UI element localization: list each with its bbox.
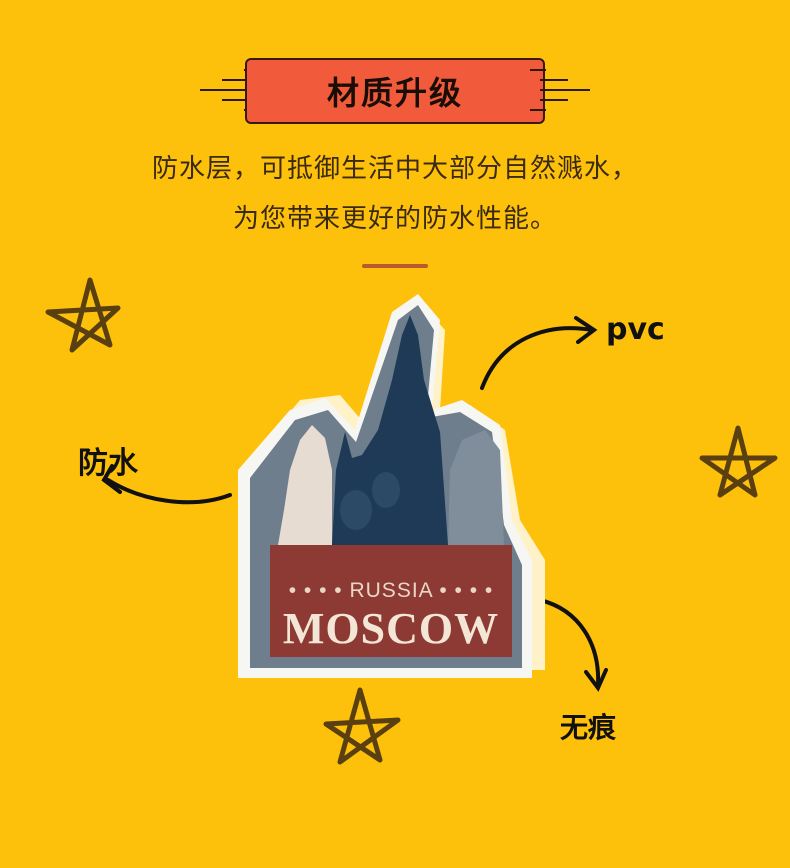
star-icon-right <box>699 425 778 498</box>
left-spire-silhouette <box>278 425 332 545</box>
section-title: 材质升级 <box>245 58 545 124</box>
label-traceless: 无痕 <box>560 711 617 744</box>
main-tower-silhouette <box>332 315 448 545</box>
right-deco-lines-icon <box>530 69 590 111</box>
description-line-1: 防水层，可抵御生活中大部分自然溅水， <box>151 154 638 184</box>
divider <box>362 264 428 268</box>
label-pvc: pvc <box>606 312 665 347</box>
sticker-subtitle: • • • • RUSSIA • • • • <box>289 579 494 602</box>
arrow-icon-pvc <box>480 316 598 390</box>
star-icon-top-left <box>45 277 121 353</box>
right-dome-silhouette <box>448 430 504 545</box>
label-waterproof: 防水 <box>78 446 138 481</box>
onion-domes <box>340 472 400 530</box>
arrow-icon-traceless <box>538 598 608 692</box>
star-icon-bottom <box>323 687 401 765</box>
sticker-title: MOSCOW <box>283 604 499 653</box>
description-line-2: 为您带来更好的防水性能。 <box>232 204 557 234</box>
sticker-red-banner <box>270 545 512 657</box>
section-header: 材质升级 <box>0 58 790 128</box>
arrow-icon-waterproof <box>101 464 232 505</box>
